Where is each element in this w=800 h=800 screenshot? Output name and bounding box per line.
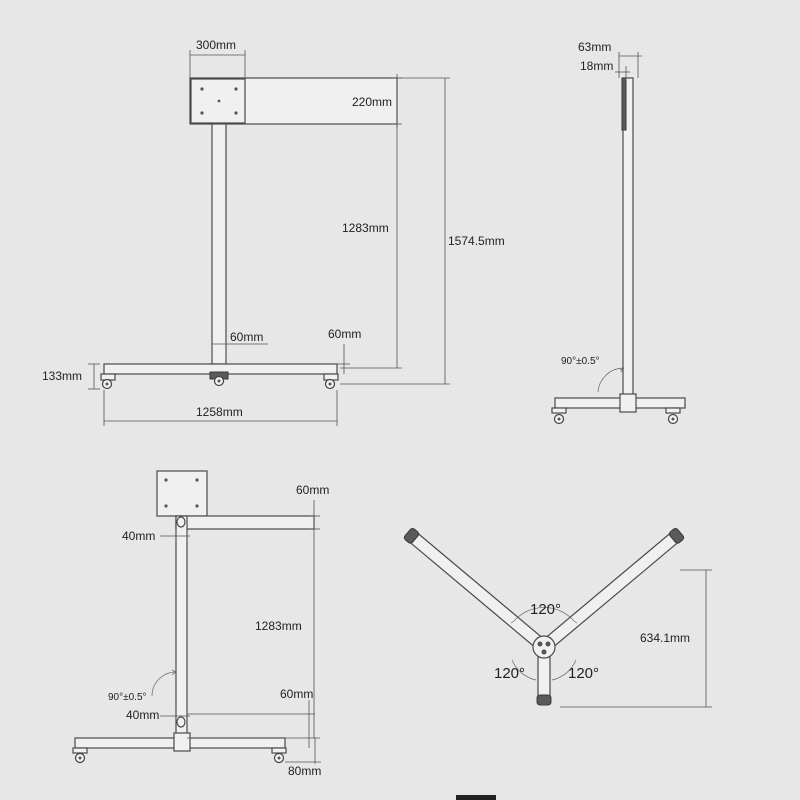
dim-top-angle-left: 120°	[494, 665, 525, 682]
back-arm	[175, 515, 315, 530]
dim-top-angle-top: 120°	[530, 601, 561, 618]
front-wheel-right	[323, 373, 339, 390]
side-wheel-right	[665, 407, 681, 425]
dim-front-base-60: 60mm	[328, 327, 361, 341]
dim-side-angle: 90°±0.5°	[561, 356, 600, 367]
dim-back-40-bottom: 40mm	[126, 708, 159, 722]
front-wheel-center	[213, 375, 225, 387]
dim-front-1258: 1258mm	[196, 405, 243, 419]
dim-back-80: 80mm	[288, 764, 321, 778]
side-panel-mount	[621, 77, 627, 131]
dim-front-220: 220mm	[352, 95, 392, 109]
bottom-edge-mark	[456, 795, 496, 800]
back-mount-plate	[156, 470, 208, 517]
dim-back-base-60: 60mm	[280, 687, 313, 701]
dim-front-1574: 1574.5mm	[448, 234, 505, 248]
front-wheel-left	[100, 373, 116, 390]
side-view: 63mm 18mm 90°±0.5°	[551, 40, 686, 425]
back-pole	[175, 515, 188, 739]
top-arm-left	[403, 527, 547, 651]
dim-back-40-top: 40mm	[122, 529, 155, 543]
dim-front-1283: 1283mm	[342, 221, 389, 235]
front-pole	[211, 123, 227, 365]
top-view: 120° 120° 120° 634.1mm	[403, 527, 712, 708]
back-view: 60mm 40mm 1283mm 90°±0.5° 40mm 60mm 80mm	[72, 470, 329, 778]
back-wheel-left	[72, 747, 88, 764]
top-hub	[532, 635, 556, 659]
front-view: 300mm 220mm 1283mm 1574.5mm 60mm 60mm 13…	[42, 38, 505, 426]
side-wheel-left	[551, 407, 567, 425]
dim-front-133: 133mm	[42, 369, 82, 383]
dim-side-18: 18mm	[580, 59, 613, 73]
back-wheel-right	[271, 747, 287, 764]
dim-back-arm-60: 60mm	[296, 483, 329, 497]
dim-top-angle-right: 120°	[568, 665, 599, 682]
dim-top-634: 634.1mm	[640, 631, 690, 645]
dim-back-1283: 1283mm	[255, 619, 302, 633]
dim-back-angle: 90°±0.5°	[108, 692, 147, 703]
dim-front-pole-60: 60mm	[230, 330, 263, 344]
dim-front-300: 300mm	[196, 38, 236, 52]
dim-side-63: 63mm	[578, 40, 611, 54]
